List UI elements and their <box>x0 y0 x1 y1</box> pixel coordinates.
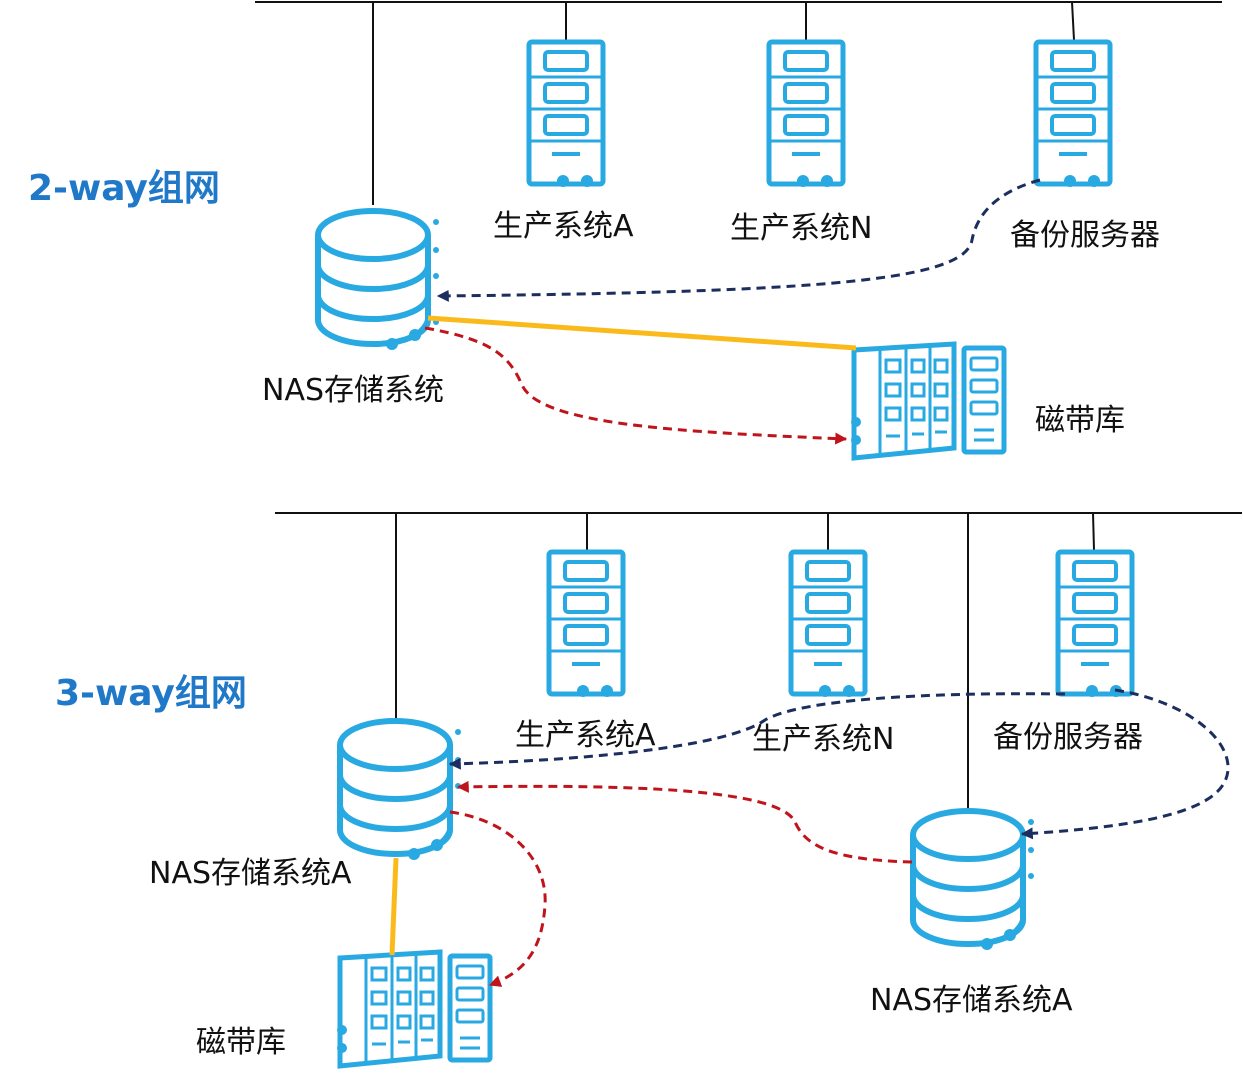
database-icon <box>910 808 1034 950</box>
server-icon <box>1033 39 1113 187</box>
server-icon <box>526 39 606 187</box>
three-way-section: 3-way组网 <box>55 512 1242 1069</box>
server-icon <box>788 549 868 697</box>
nas-a-label: NAS存储系统A <box>149 856 352 891</box>
nas-to-tape-dashed-arrow <box>424 326 848 445</box>
backup-server-label: 备份服务器 <box>1010 218 1160 253</box>
server-n-label: 生产系统N <box>730 211 872 246</box>
bus-drop-backup <box>1071 1 1075 41</box>
nas-b-to-nas-a-dashed-arrow <box>456 780 913 864</box>
nas-b-label: NAS存储系统A <box>870 983 1073 1018</box>
server-icon <box>546 549 626 697</box>
backup-to-nas-a-dashed-arrow <box>448 692 1066 770</box>
database-icon <box>337 718 461 860</box>
bus-drop-backup <box>1092 512 1095 551</box>
two-way-section: 2-way组网 <box>28 1 1222 461</box>
section-title: 3-way组网 <box>55 673 247 714</box>
server-icon <box>1055 549 1135 697</box>
server-a-label: 生产系统A <box>493 209 634 244</box>
backup-to-nas-dashed-arrow <box>436 178 1041 302</box>
tape-library-label: 磁带库 <box>196 1025 286 1060</box>
nas-label: NAS存储系统 <box>262 373 444 408</box>
tape-library-icon <box>851 341 1007 461</box>
server-a-label: 生产系统A <box>515 718 656 753</box>
server-n-label: 生产系统N <box>752 722 894 757</box>
nas-to-tape-link <box>389 857 399 956</box>
database-icon <box>315 208 439 350</box>
backup-server-label: 备份服务器 <box>993 720 1143 755</box>
tape-library-icon <box>337 949 493 1069</box>
nas-to-tape-link <box>427 315 857 351</box>
tape-library-label: 磁带库 <box>1035 403 1125 438</box>
backup-to-nas-b-dashed-arrow <box>1020 688 1230 840</box>
nas-a-to-tape-dashed-arrow <box>449 810 547 987</box>
section-title: 2-way组网 <box>28 168 220 209</box>
server-icon <box>766 39 846 187</box>
